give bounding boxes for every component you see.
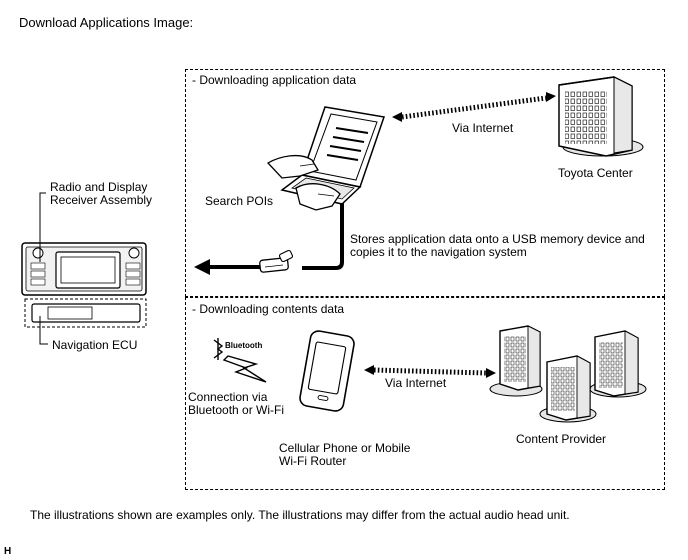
content-provider-buildings [489, 325, 647, 423]
usb-memory-device [259, 249, 294, 273]
application-data-heading: - Downloading application data [192, 73, 357, 87]
connection-label-line2: Bluetooth or Wi-Fi [188, 403, 285, 417]
ecu-leader-line [39, 316, 48, 345]
smartphone-illustration [299, 330, 355, 412]
via-internet-label-bottom: Via Internet [385, 376, 447, 390]
phone-label-line1: Cellular Phone or Mobile [279, 441, 411, 455]
radio-label-line1: Radio and Display [50, 180, 148, 194]
internet-link-top [392, 92, 556, 122]
navigation-ecu [24, 298, 147, 328]
application-data-panel [185, 69, 665, 297]
connection-label-line1: Connection via [188, 390, 268, 404]
corner-mark: H [4, 546, 12, 557]
radio-display-receiver [21, 242, 147, 296]
toyota-center-building [558, 76, 644, 157]
content-provider-label: Content Provider [516, 432, 607, 446]
phone-label-line2: Wi-Fi Router [279, 454, 347, 468]
wireless-signal-icon [222, 355, 267, 383]
internet-link-bottom [364, 365, 496, 378]
laptop-illustration [266, 106, 385, 211]
contents-data-heading: - Downloading contents data [192, 302, 345, 316]
navigation-ecu-label: Navigation ECU [52, 338, 138, 352]
stores-data-label-line2: copies it to the navigation system [350, 245, 527, 259]
page-title: Download Applications Image: [19, 15, 194, 30]
via-internet-label-top: Via Internet [452, 121, 514, 135]
contents-data-panel [185, 297, 665, 490]
toyota-center-label: Toyota Center [558, 166, 633, 180]
bluetooth-logo [213, 338, 224, 360]
search-pois-label: Search POIs [205, 194, 274, 208]
bluetooth-logo-text: Bluetooth [225, 341, 263, 350]
transfer-arrow [194, 203, 344, 275]
radio-label-line2: Receiver Assembly [50, 193, 153, 207]
footnote: The illustrations shown are examples onl… [30, 508, 570, 522]
radio-leader-line [39, 192, 46, 262]
stores-data-label-line1: Stores application data onto a USB memor… [350, 232, 645, 246]
